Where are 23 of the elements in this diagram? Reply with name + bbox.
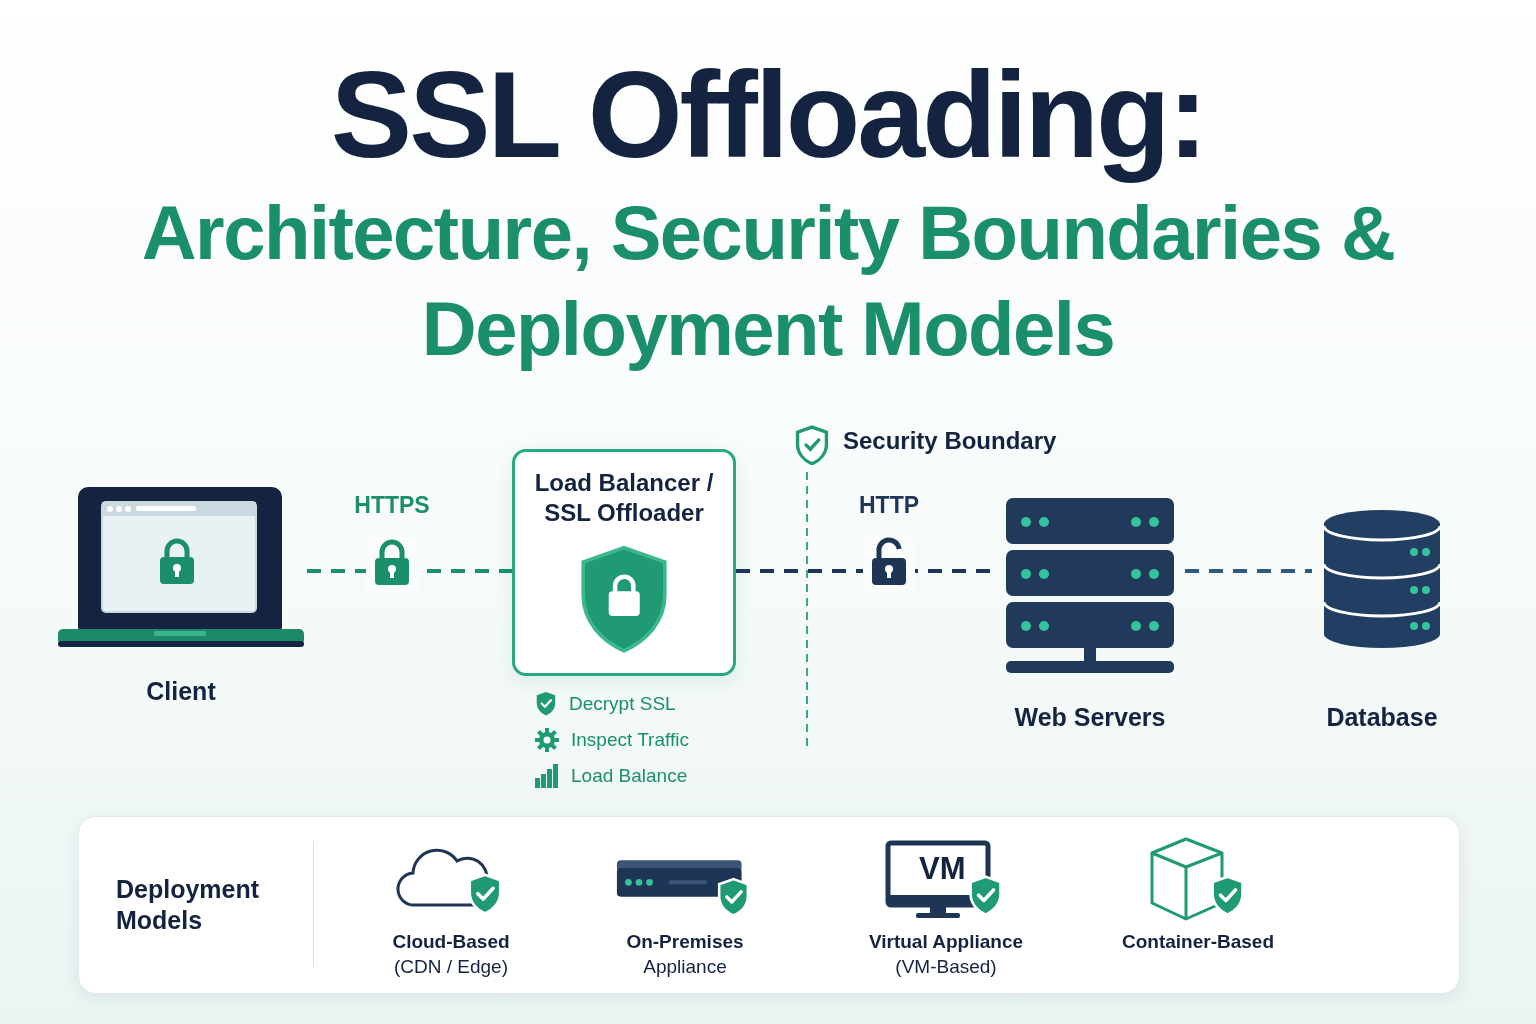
subtitle: Architecture, Security Boundaries & Deployment Models (140, 189, 1396, 373)
node-title: Load Balancer / SSL Offloader (533, 468, 715, 528)
feature-text: Inspect Traffic (571, 729, 689, 751)
node-title: Client (146, 676, 216, 707)
node-title: Cloud-Based (392, 930, 510, 954)
boundary-label: Security Boundary (843, 427, 1057, 455)
node-title: Web Servers (1014, 702, 1166, 733)
feature-text: Load Balance (571, 765, 688, 787)
node-title: Database (1326, 702, 1438, 733)
node-title: Container-Based (1122, 930, 1274, 954)
edge-label: HTTP (858, 492, 920, 519)
feature-text: Decrypt SSL (569, 692, 676, 715)
dashed-connector (1185, 569, 1312, 573)
node-title: Virtual Appliance (868, 930, 1024, 954)
node-subtitle: (VM-Based) (895, 955, 997, 979)
title: SSL Offloading: (329, 46, 1207, 185)
edge-label: HTTPS (354, 492, 430, 519)
panel-heading: Deployment Models (116, 874, 261, 936)
node-subtitle: Appliance (643, 955, 727, 979)
node-subtitle: (CDN / Edge) (394, 955, 508, 979)
node-title: On-Premises (626, 930, 744, 954)
vm-label: VM (919, 851, 966, 887)
deployment-models-panel (78, 816, 1460, 994)
